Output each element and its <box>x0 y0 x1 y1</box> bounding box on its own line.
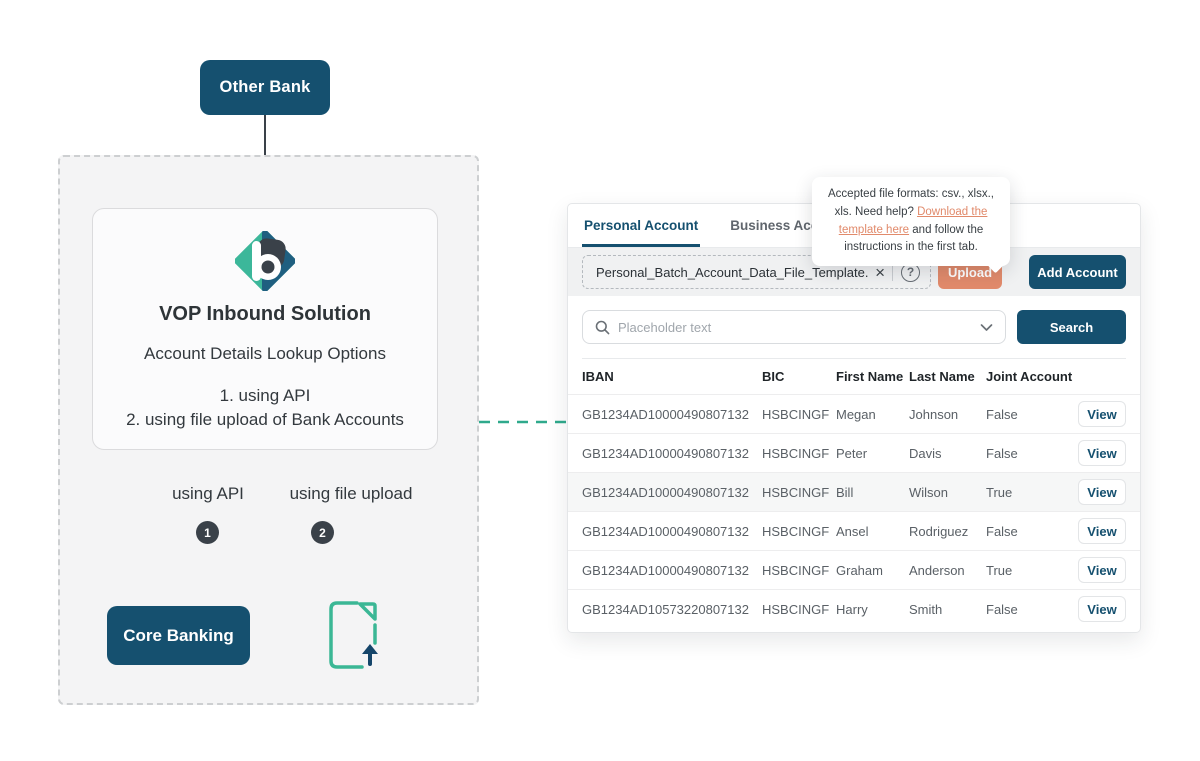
view-button[interactable]: View <box>1078 440 1126 466</box>
accounts-table: IBAN BIC First Name Last Name Joint Acco… <box>568 358 1140 628</box>
cell-iban: GB1234AD10000490807132 <box>582 523 749 539</box>
search-button[interactable]: Search <box>1017 310 1126 344</box>
chevron-down-icon[interactable] <box>980 323 993 332</box>
cell-iban: GB1234AD10000490807132 <box>582 562 749 578</box>
cell-first-name: Graham <box>836 562 883 578</box>
view-button[interactable]: View <box>1078 401 1126 427</box>
account-panel: Personal Account Business Account Person… <box>567 203 1141 633</box>
table-header-row: IBAN BIC First Name Last Name Joint Acco… <box>582 358 1126 394</box>
search-input[interactable] <box>618 319 980 335</box>
search-icon <box>595 320 610 334</box>
table-row: GB1234AD10000490807132 HSBCINGF Peter Da… <box>568 433 1140 472</box>
file-input[interactable]: Personal_Batch_Account_Data_File_Templat… <box>582 255 931 289</box>
table-body: GB1234AD10000490807132 HSBCINGF Megan Jo… <box>568 394 1140 628</box>
header-joint-account: Joint Account <box>986 369 1073 384</box>
cell-bic: HSBCINGF <box>762 445 830 461</box>
divider <box>892 263 893 281</box>
vop-title: VOP Inbound Solution <box>159 303 371 325</box>
cell-bic: HSBCINGF <box>762 484 830 500</box>
file-upload-icon <box>329 601 378 669</box>
cell-first-name: Bill <box>836 484 854 500</box>
view-button[interactable]: View <box>1078 479 1126 505</box>
cell-iban: GB1234AD10573220807132 <box>582 601 749 617</box>
cell-bic: HSBCINGF <box>762 601 830 617</box>
cell-joint-account: False <box>986 445 1018 461</box>
header-iban: IBAN <box>582 369 614 384</box>
cell-joint-account: True <box>986 484 1013 500</box>
cell-iban: GB1234AD10000490807132 <box>582 445 749 461</box>
view-button[interactable]: View <box>1078 557 1126 583</box>
search-section: Search <box>568 296 1140 358</box>
cell-bic: HSBCINGF <box>762 562 830 578</box>
add-account-button[interactable]: Add Account <box>1029 255 1126 289</box>
other-bank-label: Other Bank <box>219 78 311 96</box>
cell-last-name: Rodriguez <box>909 523 969 539</box>
vop-logo-icon <box>235 231 295 291</box>
clear-file-icon[interactable]: × <box>875 262 885 282</box>
branch-label-api: using API <box>172 484 244 503</box>
view-button[interactable]: View <box>1078 596 1126 622</box>
vop-option-file-upload: 2. using file upload of Bank Accounts <box>126 410 404 429</box>
cell-iban: GB1234AD10000490807132 <box>582 406 749 422</box>
cell-first-name: Megan <box>836 406 876 422</box>
cell-last-name: Anderson <box>909 562 965 578</box>
cell-joint-account: False <box>986 406 1018 422</box>
cell-last-name: Davis <box>909 445 942 461</box>
tooltip-text-after: and follow the instructions in the first… <box>844 223 984 254</box>
table-row: GB1234AD10000490807132 HSBCINGF Megan Jo… <box>568 394 1140 433</box>
table-row: GB1234AD10573220807132 HSBCINGF Harry Sm… <box>568 589 1140 628</box>
selected-file-name: Personal_Batch_Account_Data_File_Templat… <box>596 264 869 280</box>
cell-last-name: Wilson <box>909 484 949 500</box>
upload-section: Personal_Batch_Account_Data_File_Templat… <box>568 248 1140 296</box>
file-format-tooltip: Accepted file formats: csv., xlsx., xls.… <box>812 177 1010 274</box>
cell-first-name: Peter <box>836 445 868 461</box>
header-last-name: Last Name <box>909 369 975 384</box>
cell-iban: GB1234AD10000490807132 <box>582 484 749 500</box>
cell-first-name: Harry <box>836 601 868 617</box>
branch-label-file-upload: using file upload <box>289 484 413 503</box>
cell-joint-account: True <box>986 562 1013 578</box>
vop-option-api: 1. using API <box>219 386 311 405</box>
search-field[interactable] <box>582 310 1006 344</box>
download-template-link[interactable]: Download the template here <box>838 205 988 236</box>
cell-last-name: Johnson <box>909 406 959 422</box>
header-bic: BIC <box>762 369 785 384</box>
core-banking-label: Core Banking <box>123 625 234 645</box>
table-row: GB1234AD10000490807132 HSBCINGF Graham A… <box>568 550 1140 589</box>
table-row: GB1234AD10000490807132 HSBCINGF Ansel Ro… <box>568 511 1140 550</box>
vop-inbound-box: VOP Inbound Solution Account Details Loo… <box>92 208 438 450</box>
branch-number-2-badge: 2 <box>311 521 334 544</box>
tooltip-text-before: Accepted file formats: csv., xlsx., xls.… <box>828 188 994 218</box>
cell-last-name: Smith <box>909 601 943 617</box>
tab-personal-account[interactable]: Personal Account <box>582 218 701 247</box>
core-banking-node[interactable]: Core Banking <box>107 606 250 665</box>
cell-joint-account: False <box>986 601 1018 617</box>
cell-bic: HSBCINGF <box>762 523 830 539</box>
vop-subtitle: Account Details Lookup Options <box>144 344 386 363</box>
view-button[interactable]: View <box>1078 518 1126 544</box>
cell-bic: HSBCINGF <box>762 406 830 422</box>
branch-number-1-badge: 1 <box>196 521 219 544</box>
cell-joint-account: False <box>986 523 1018 539</box>
other-bank-node[interactable]: Other Bank <box>200 60 330 115</box>
cell-first-name: Ansel <box>836 523 869 539</box>
table-row: GB1234AD10000490807132 HSBCINGF Bill Wil… <box>568 472 1140 511</box>
header-first-name: First Name <box>836 369 904 384</box>
